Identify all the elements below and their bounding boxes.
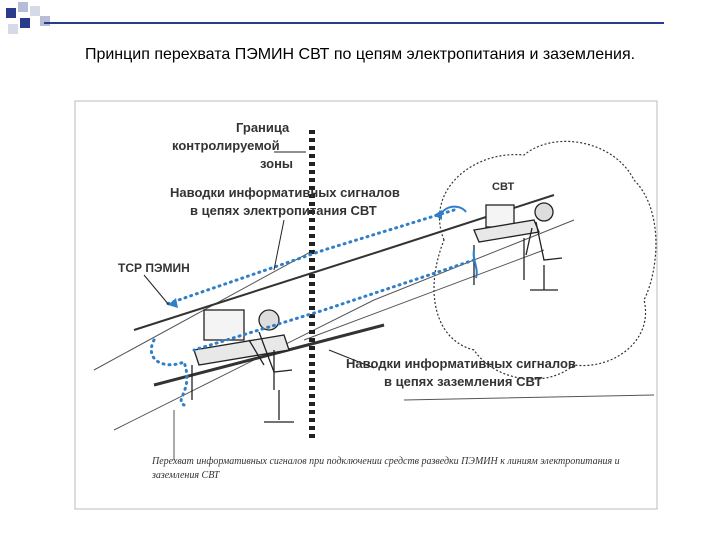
corner-decoration: [0, 0, 60, 42]
slide-title: Принцип перехвата ПЭМИН СВТ по цепям эле…: [84, 46, 636, 63]
diagram-svg: Граница контролируемой зоны Наводки инфо…: [74, 100, 658, 510]
boundary-label-line: зоны: [260, 156, 293, 171]
figure-frame: [74, 100, 658, 510]
ground-line: [153, 323, 385, 387]
ground-pointer: [328, 349, 375, 369]
ground-pickup-line: в цепях заземления СВТ: [384, 374, 542, 389]
boundary-label-line: контролируемой: [172, 138, 280, 153]
boundary-label: Граница контролируемой зоны: [172, 120, 293, 171]
diagram-figure: Граница контролируемой зоны Наводки инфо…: [74, 100, 658, 510]
header-rule: [44, 22, 664, 24]
power-pickup-label: Наводки информативных сигналов в цепях э…: [170, 185, 404, 218]
signal-paths: [149, 208, 476, 407]
ground-pickup-line: Наводки информативных сигналов: [346, 356, 576, 371]
svt-signal-hook: [438, 205, 467, 219]
figure-caption: Перехват информативных сигналов при подк…: [152, 456, 620, 481]
tsr-pointer: [143, 274, 170, 306]
local-signal-loop: [149, 338, 189, 407]
room-lines: [93, 219, 655, 460]
power-pickup-line: в цепях электропитания СВТ: [190, 203, 377, 218]
power-pointer: [273, 219, 285, 271]
power-arrow: [168, 298, 178, 308]
tsr-workstation: [191, 309, 294, 423]
ground-pickup-label: Наводки информативных сигналов в цепях з…: [346, 356, 580, 389]
ground-signal-path: [192, 258, 476, 352]
svt-zoom-bubble: [433, 140, 657, 380]
boundary-label-line: Граница: [236, 120, 290, 135]
tsr-label: ТСР ПЭМИН: [118, 261, 190, 275]
svt-arrow: [434, 210, 442, 220]
svt-ground-hook: [472, 249, 478, 279]
power-pickup-line: Наводки информативных сигналов: [170, 185, 400, 200]
svt-label: СВТ: [492, 181, 514, 193]
svt-workstation: [473, 202, 563, 291]
